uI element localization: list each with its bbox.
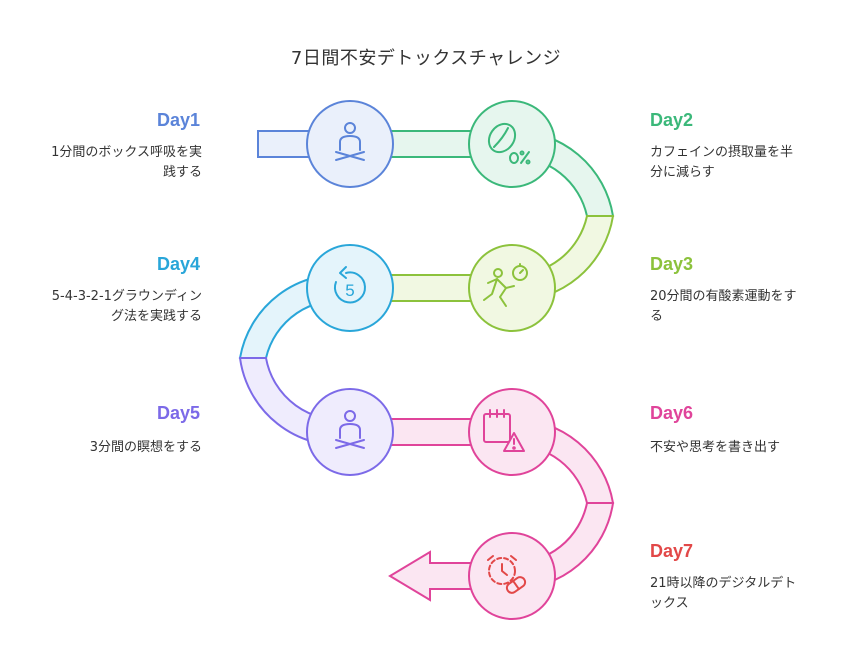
day2-label: Day2 [650,110,694,130]
day2-description: カフェインの摂取量を半 分に減らす [650,143,840,183]
day7-description: 21時以降のデジタルデト ックス [650,574,840,614]
day4-desc-line2: グ法を実践する [110,309,202,324]
countdown-number: 5 [345,281,354,300]
countdown-five-icon [333,266,366,304]
running-person-stopwatch-icon [483,263,528,307]
day1-desc-line1: 1分間のボックス呼吸を実 [51,145,202,160]
meditation-person-icon [335,410,365,449]
day3-desc-line2: る [650,309,664,324]
day4-description: 5-4-3-2-1グラウンディン グ法を実践する [2,287,202,327]
meditation-person-icon [335,122,365,161]
day3-description: 20分間の有酸素運動をす る [650,287,840,327]
step-circle-day1 [306,100,394,188]
day1-label: Day1 [156,110,200,130]
day3-label: Day3 [650,254,694,274]
day6-desc-line1: 不安や思考を書き出す [650,440,781,455]
day1-desc-line2: 践する [162,165,202,180]
diagram-title: 7日間不安デトックスチャレンジ [290,48,562,69]
calendar-warning-icon [483,409,525,452]
step-circle-day5 [306,388,394,476]
day4-label: Day4 [156,254,200,274]
day7-desc-line1: 21時以降のデジタルデト [650,576,797,591]
step-circle-day6 [468,388,556,476]
day6-label: Day6 [650,403,694,423]
alarm-clock-pill-icon [487,555,527,594]
day1-description: 1分間のボックス呼吸を実 践する [2,143,202,183]
day2-desc-line1: カフェインの摂取量を半 [650,145,794,160]
step-circle-day7 [468,532,556,620]
day7-desc-line2: ックス [650,596,689,611]
day5-desc-line1: 3分間の瞑想をする [89,440,202,455]
coffee-bean-zero-percent-icon [487,122,531,165]
day4-desc-line1: 5-4-3-2-1グラウンディン [51,289,202,304]
day2-desc-line2: 分に減らす [650,165,715,180]
day3-desc-line1: 20分間の有酸素運動をす [650,289,797,304]
step-circle-day3 [468,244,556,332]
day6-description: 不安や思考を書き出す [650,438,840,458]
step-circle-day4 [306,244,394,332]
day5-description: 3分間の瞑想をする [2,438,202,458]
day5-label: Day5 [156,403,200,423]
day7-label: Day7 [650,541,694,561]
